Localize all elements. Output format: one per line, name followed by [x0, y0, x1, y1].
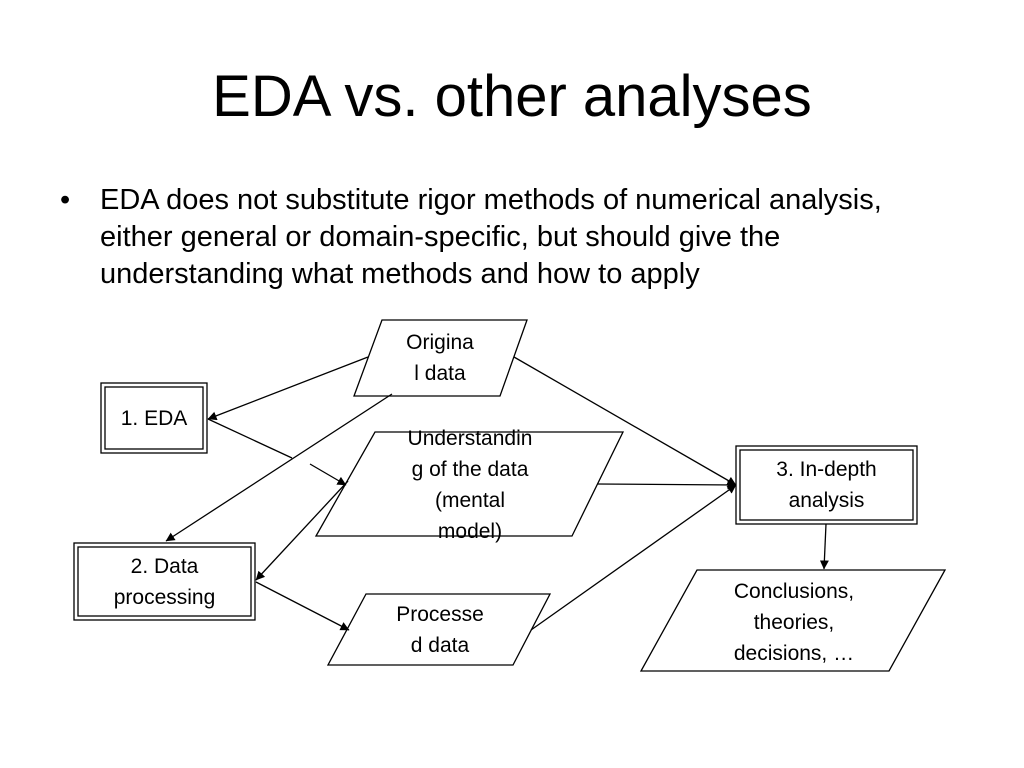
eda-label: 1. EDA	[105, 387, 203, 449]
original-data-line-1: Origina	[406, 331, 474, 354]
indepth-line-1: 3. In-depth	[776, 458, 877, 481]
conclusions-line-1: Conclusions,	[733, 579, 855, 603]
arrow-original-to-processing	[165, 393, 393, 542]
eda-line-1: 1. EDA	[120, 406, 188, 430]
processing-box	[73, 542, 256, 621]
understanding-line-3: (mental	[434, 489, 505, 512]
conclusions-line-2: theories,	[753, 610, 835, 634]
original-data-shape	[353, 319, 528, 397]
original-data-label: Origina l data	[385, 326, 495, 390]
bullet-text: EDA does not substitute rigor methods of…	[100, 184, 882, 290]
bullet-list: • EDA does not substitute rigor methods …	[56, 182, 956, 293]
indepth-label: 3. In-depth analysis	[740, 450, 913, 520]
processed-data-line-2: d data	[410, 634, 470, 657]
conclusions-label: Conclusions, theories, decisions, …	[706, 575, 882, 669]
bullet-item: • EDA does not substitute rigor methods …	[56, 182, 956, 293]
bullet-dot-icon: •	[60, 184, 71, 216]
slide-title: EDA vs. other analyses	[212, 64, 812, 129]
conclusions-shape	[639, 569, 947, 672]
understanding-line-4: model)	[437, 520, 503, 543]
processing-line-1: 2. Data	[130, 554, 199, 578]
arrow-processed-to-indepth	[530, 484, 737, 631]
understanding-shape	[314, 431, 625, 537]
processing-label: 2. Data processing	[78, 547, 251, 616]
indepth-box	[735, 445, 918, 525]
understanding-line-2: g of the data	[411, 458, 529, 481]
processed-data-line-1: Processe	[396, 603, 484, 626]
indepth-line-2: analysis	[788, 489, 865, 512]
understanding-line-1: Understandin	[407, 427, 533, 450]
processed-data-label: Processe d data	[380, 598, 500, 662]
arrow-processing-to-processed	[255, 581, 350, 631]
eda-box	[100, 382, 208, 454]
arrow-understanding-to-indepth	[596, 480, 737, 490]
understanding-label: Understandin g of the data (mental model…	[380, 423, 560, 547]
arrow-original-to-eda	[207, 356, 369, 421]
arrow-eda-to-understanding	[309, 463, 347, 486]
processed-data-shape	[326, 593, 552, 666]
processing-line-2: processing	[113, 585, 216, 609]
connector-eda-out	[207, 418, 293, 459]
arrow-indepth-to-conclusions	[819, 523, 829, 570]
arrow-understanding-to-processing	[255, 480, 349, 581]
conclusions-line-3: decisions, …	[733, 641, 855, 665]
original-data-line-2: l data	[414, 362, 466, 385]
arrow-original-to-indepth	[513, 356, 737, 486]
